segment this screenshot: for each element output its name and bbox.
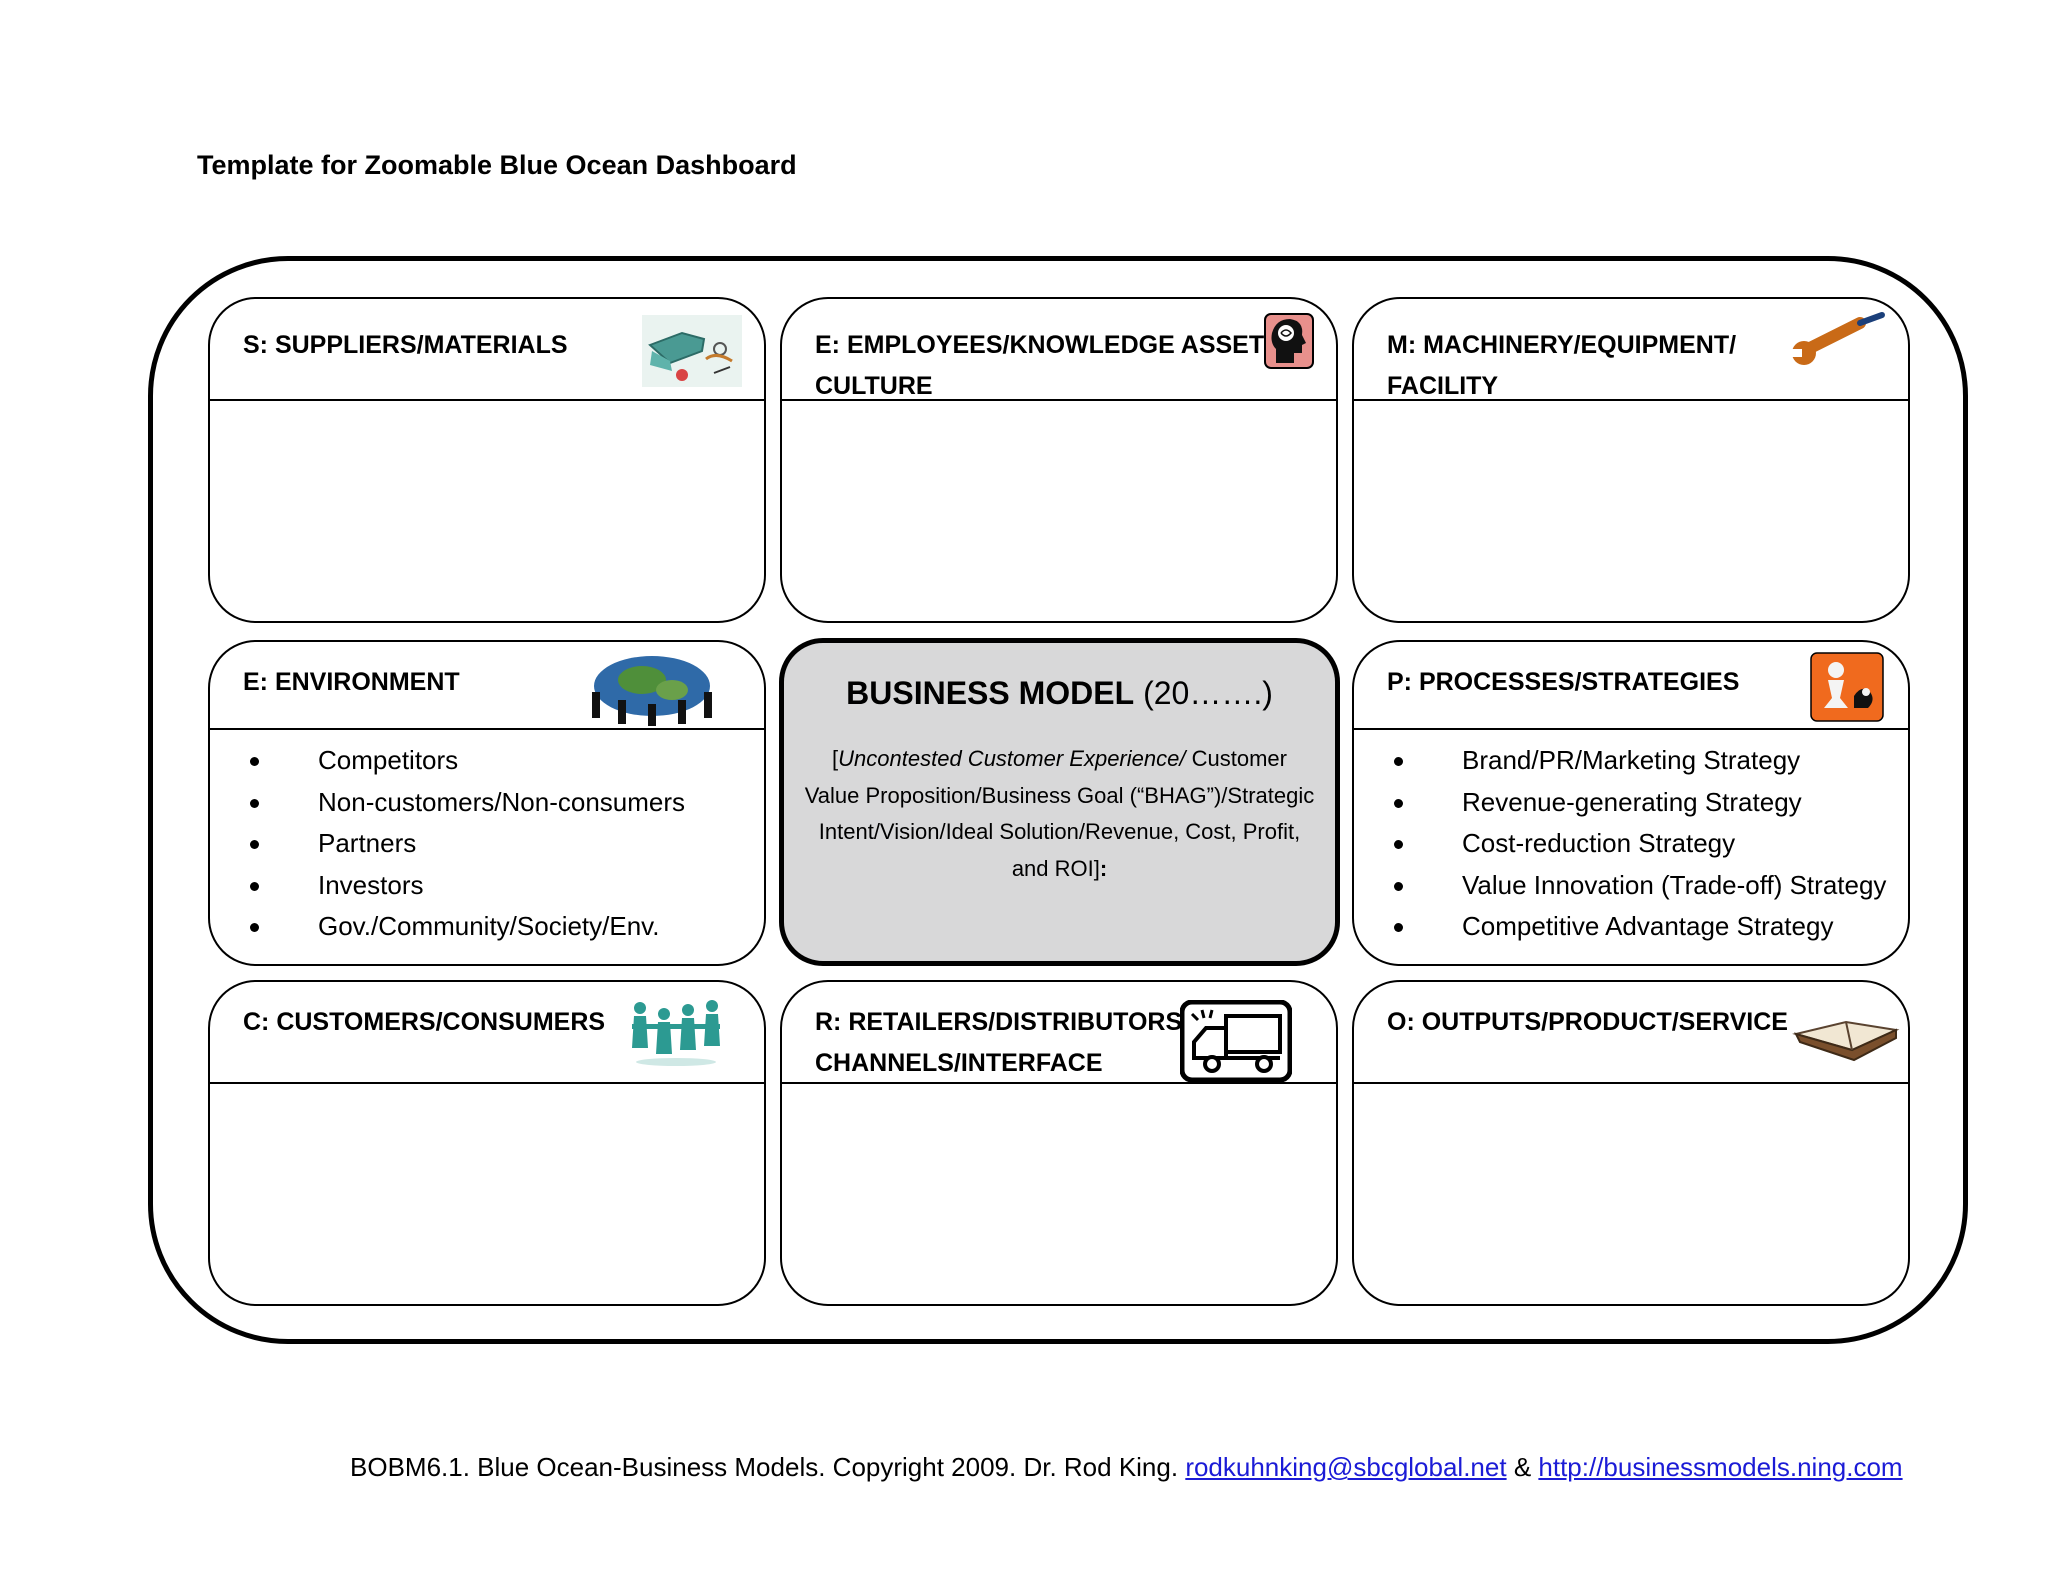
retailers-title: R: RETAILERS/DISTRIBUTORS/ CHANNELS/INTE…	[815, 1002, 1189, 1084]
bullet-icon	[1394, 798, 1403, 808]
uncontested-experience-text: Uncontested Customer Experience	[838, 746, 1180, 771]
business-model-year: (20…….)	[1143, 675, 1273, 711]
processes-list: Brand/PR/Marketing Strategy Revenue-gene…	[1382, 740, 1886, 948]
list-item: Investors	[238, 865, 685, 907]
employees-title-line2: CULTURE	[815, 372, 933, 400]
chess-pawn-icon	[1810, 652, 1884, 722]
globe-people-icon	[588, 650, 716, 726]
list-item: Value Innovation (Trade-off) Strategy	[1382, 865, 1886, 907]
list-item: Brand/PR/Marketing Strategy	[1382, 740, 1886, 782]
page-title: Template for Zoomable Blue Ocean Dashboa…	[197, 150, 797, 180]
materials-icon	[642, 315, 742, 387]
machinery-title-line2: FACILITY	[1387, 372, 1499, 400]
bullet-icon	[250, 923, 259, 932]
bullet-icon	[250, 840, 259, 849]
customers-cell: C: CUSTOMERS/CONSUMERS	[208, 980, 766, 1306]
list-item: Partners	[238, 823, 685, 865]
open-book-icon	[1792, 1010, 1900, 1066]
outputs-cell: O: OUTPUTS/PRODUCT/SERVICE	[1352, 980, 1910, 1306]
employees-title: E: EMPLOYEES/KNOWLEDGE ASSETS/ CULTURE	[815, 325, 1288, 407]
footer-copyright: BOBM6.1. Blue Ocean-Business Models. Cop…	[350, 1452, 1186, 1482]
processes-title: P: PROCESSES/STRATEGIES	[1387, 668, 1740, 696]
bullet-icon	[1394, 840, 1403, 849]
email-link[interactable]: rodkuhnking@sbcglobal.net	[1185, 1452, 1507, 1482]
environment-list: Competitors Non-customers/Non-consumers …	[238, 740, 685, 948]
suppliers-title: S: SUPPLIERS/MATERIALS	[243, 331, 568, 359]
people-chain-icon	[630, 998, 722, 1068]
delivery-truck-icon	[1179, 999, 1293, 1083]
brain-head-icon	[1264, 313, 1314, 369]
environment-cell: E: ENVIRONMENT Competitors Non-customers…	[208, 640, 766, 966]
employees-title-line1: E: EMPLOYEES/KNOWLEDGE ASSETS/	[815, 331, 1288, 359]
list-item: Competitors	[238, 740, 685, 782]
machinery-title-line1: M: MACHINERY/EQUIPMENT/	[1387, 331, 1737, 359]
suppliers-cell: S: SUPPLIERS/MATERIALS	[208, 297, 766, 623]
retailers-title-line1: R: RETAILERS/DISTRIBUTORS/	[815, 1008, 1190, 1036]
customers-title: C: CUSTOMERS/CONSUMERS	[243, 1008, 606, 1036]
footer-ampersand: &	[1506, 1452, 1539, 1482]
business-model-description: [Uncontested Customer Experience/ Custom…	[804, 746, 1315, 881]
outputs-title: O: OUTPUTS/PRODUCT/SERVICE	[1387, 1008, 1788, 1036]
bullet-icon	[250, 798, 259, 808]
value-proposition-text: Customer Value Proposition/Business Goal…	[804, 746, 1315, 881]
list-item: Revenue-generating Strategy	[1382, 782, 1886, 824]
bullet-icon	[1394, 757, 1403, 766]
list-item: Gov./Community/Society/Env.	[238, 906, 685, 948]
business-model-box: BUSINESS MODEL (20…….) [Uncontested Cust…	[779, 638, 1340, 966]
wrench-icon	[1790, 311, 1886, 373]
list-item: Cost-reduction Strategy	[1382, 823, 1886, 865]
bullet-icon	[250, 881, 259, 891]
business-model-title: BUSINESS MODEL (20…….)	[784, 673, 1335, 713]
employees-cell: E: EMPLOYEES/KNOWLEDGE ASSETS/ CULTURE	[780, 297, 1338, 623]
bullet-icon	[250, 757, 259, 766]
bullet-icon	[1394, 881, 1403, 891]
business-model-label: BUSINESS MODEL	[846, 675, 1135, 711]
retailers-title-line2: CHANNELS/INTERFACE	[815, 1049, 1103, 1077]
machinery-cell: M: MACHINERY/EQUIPMENT/ FACILITY	[1352, 297, 1910, 623]
bullet-icon	[1394, 923, 1403, 932]
list-item: Non-customers/Non-consumers	[238, 782, 685, 824]
environment-title: E: ENVIRONMENT	[243, 668, 460, 696]
footer: BOBM6.1. Blue Ocean-Business Models. Cop…	[350, 1452, 1903, 1483]
website-link[interactable]: http://businessmodels.ning.com	[1538, 1452, 1903, 1482]
list-item: Competitive Advantage Strategy	[1382, 906, 1886, 948]
machinery-title: M: MACHINERY/EQUIPMENT/ FACILITY	[1387, 325, 1736, 407]
processes-cell: P: PROCESSES/STRATEGIES Brand/PR/Marketi…	[1352, 640, 1910, 966]
retailers-cell: R: RETAILERS/DISTRIBUTORS/ CHANNELS/INTE…	[780, 980, 1338, 1306]
dashboard-frame	[148, 256, 1968, 1344]
